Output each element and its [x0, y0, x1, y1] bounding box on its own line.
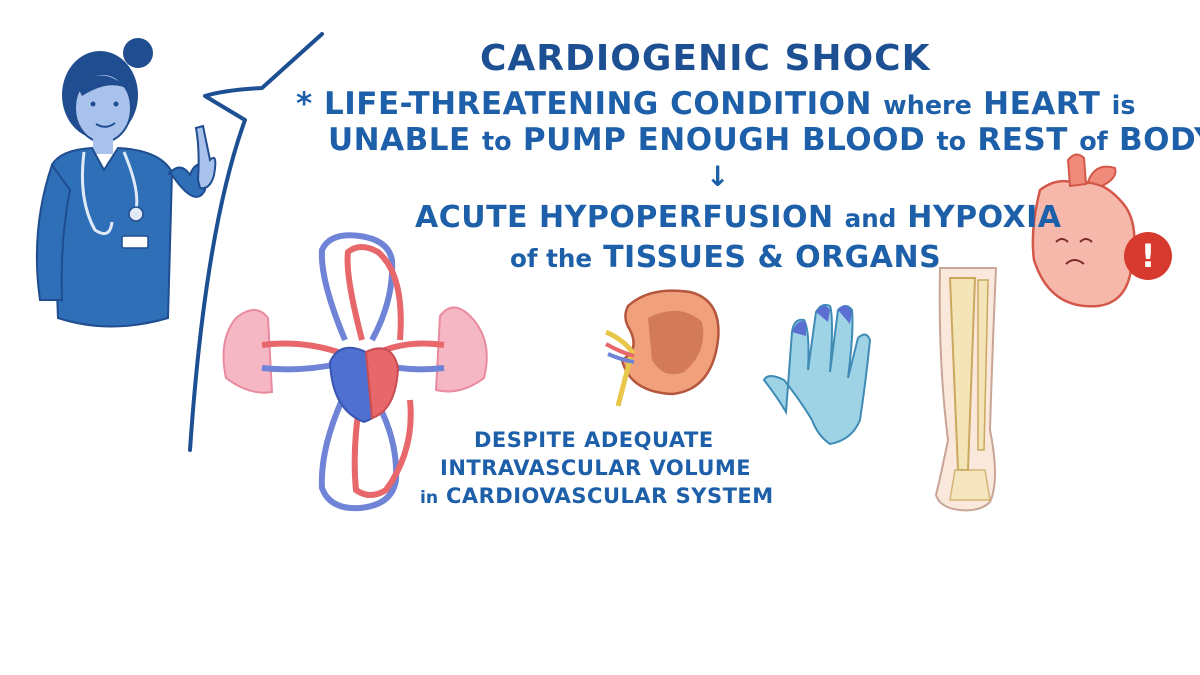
definition-line-1: * LIFE-THREATENING CONDITION where HEART… [296, 86, 1136, 122]
result-connector: of the [510, 244, 593, 273]
note-line-1: DESPITE ADEQUATE [474, 428, 714, 452]
definition-connector: is [1111, 90, 1136, 120]
hand-illustration [762, 303, 872, 446]
result-line-2: of the TISSUES & ORGANS [510, 240, 941, 275]
definition-connector: to [481, 126, 512, 156]
note-text: CARDIOVASCULAR SYSTEM [445, 484, 774, 508]
result-connector: and [844, 204, 897, 233]
nurse-character [35, 38, 217, 328]
result-line-1: ACUTE HYPOPERFUSION and HYPOXIA [415, 200, 1062, 235]
definition-text: PUMP ENOUGH BLOOD [522, 122, 926, 158]
bullet-asterisk: * [296, 86, 313, 122]
speech-pointer-line [188, 32, 324, 452]
down-arrow-icon: ↓ [706, 160, 730, 193]
definition-line-2: UNABLE to PUMP ENOUGH BLOOD to REST of B… [328, 122, 1200, 158]
result-text: HYPOXIA [907, 200, 1062, 235]
definition-connector: of [1079, 126, 1108, 156]
definition-text: HEART [983, 86, 1101, 122]
alert-icon: ! [1124, 232, 1172, 280]
result-text: TISSUES & ORGANS [603, 240, 942, 275]
page-title: CARDIOGENIC SHOCK [480, 38, 931, 79]
note-line-2: INTRAVASCULAR VOLUME [440, 456, 752, 480]
heart-character [1031, 153, 1136, 308]
note-line-3: in CARDIOVASCULAR SYSTEM [420, 484, 774, 508]
definition-connector: where [883, 90, 972, 120]
circulation-diagram [222, 232, 488, 512]
result-text: ACUTE HYPOPERFUSION [415, 200, 834, 235]
definition-connector: to [936, 126, 967, 156]
definition-text: UNABLE [328, 122, 471, 158]
note-connector: in [420, 488, 439, 508]
definition-text: BODY [1119, 122, 1200, 158]
leg-illustration [934, 267, 998, 512]
definition-text: LIFE-THREATENING CONDITION [324, 86, 872, 122]
definition-text: REST [977, 122, 1068, 158]
kidney-illustration [604, 289, 720, 407]
